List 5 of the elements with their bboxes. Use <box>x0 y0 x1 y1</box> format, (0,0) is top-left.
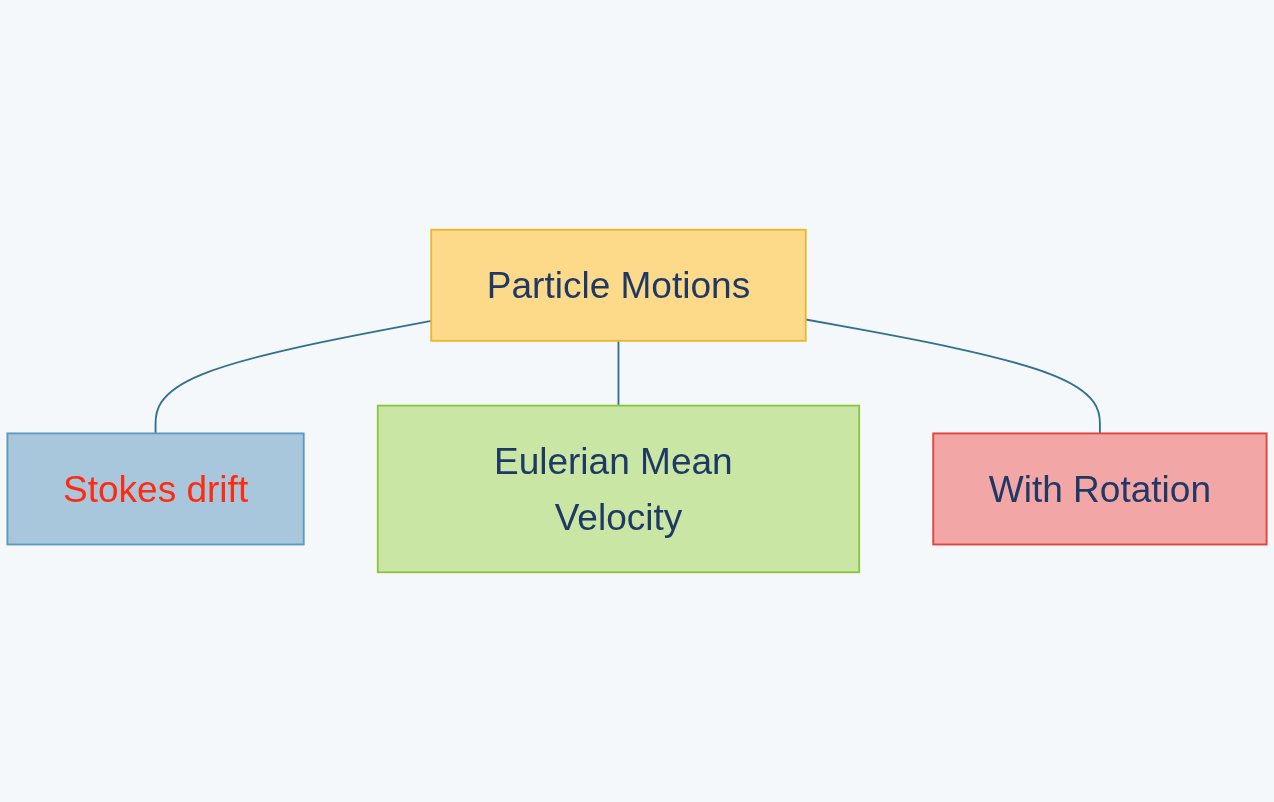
node-box: Particle Motions <box>430 228 807 342</box>
connector <box>617 339 620 407</box>
node-box: Eulerian Mean Velocity <box>376 404 861 574</box>
node-box: Stokes drift <box>6 432 305 546</box>
node-box: With Rotation <box>932 432 1268 546</box>
